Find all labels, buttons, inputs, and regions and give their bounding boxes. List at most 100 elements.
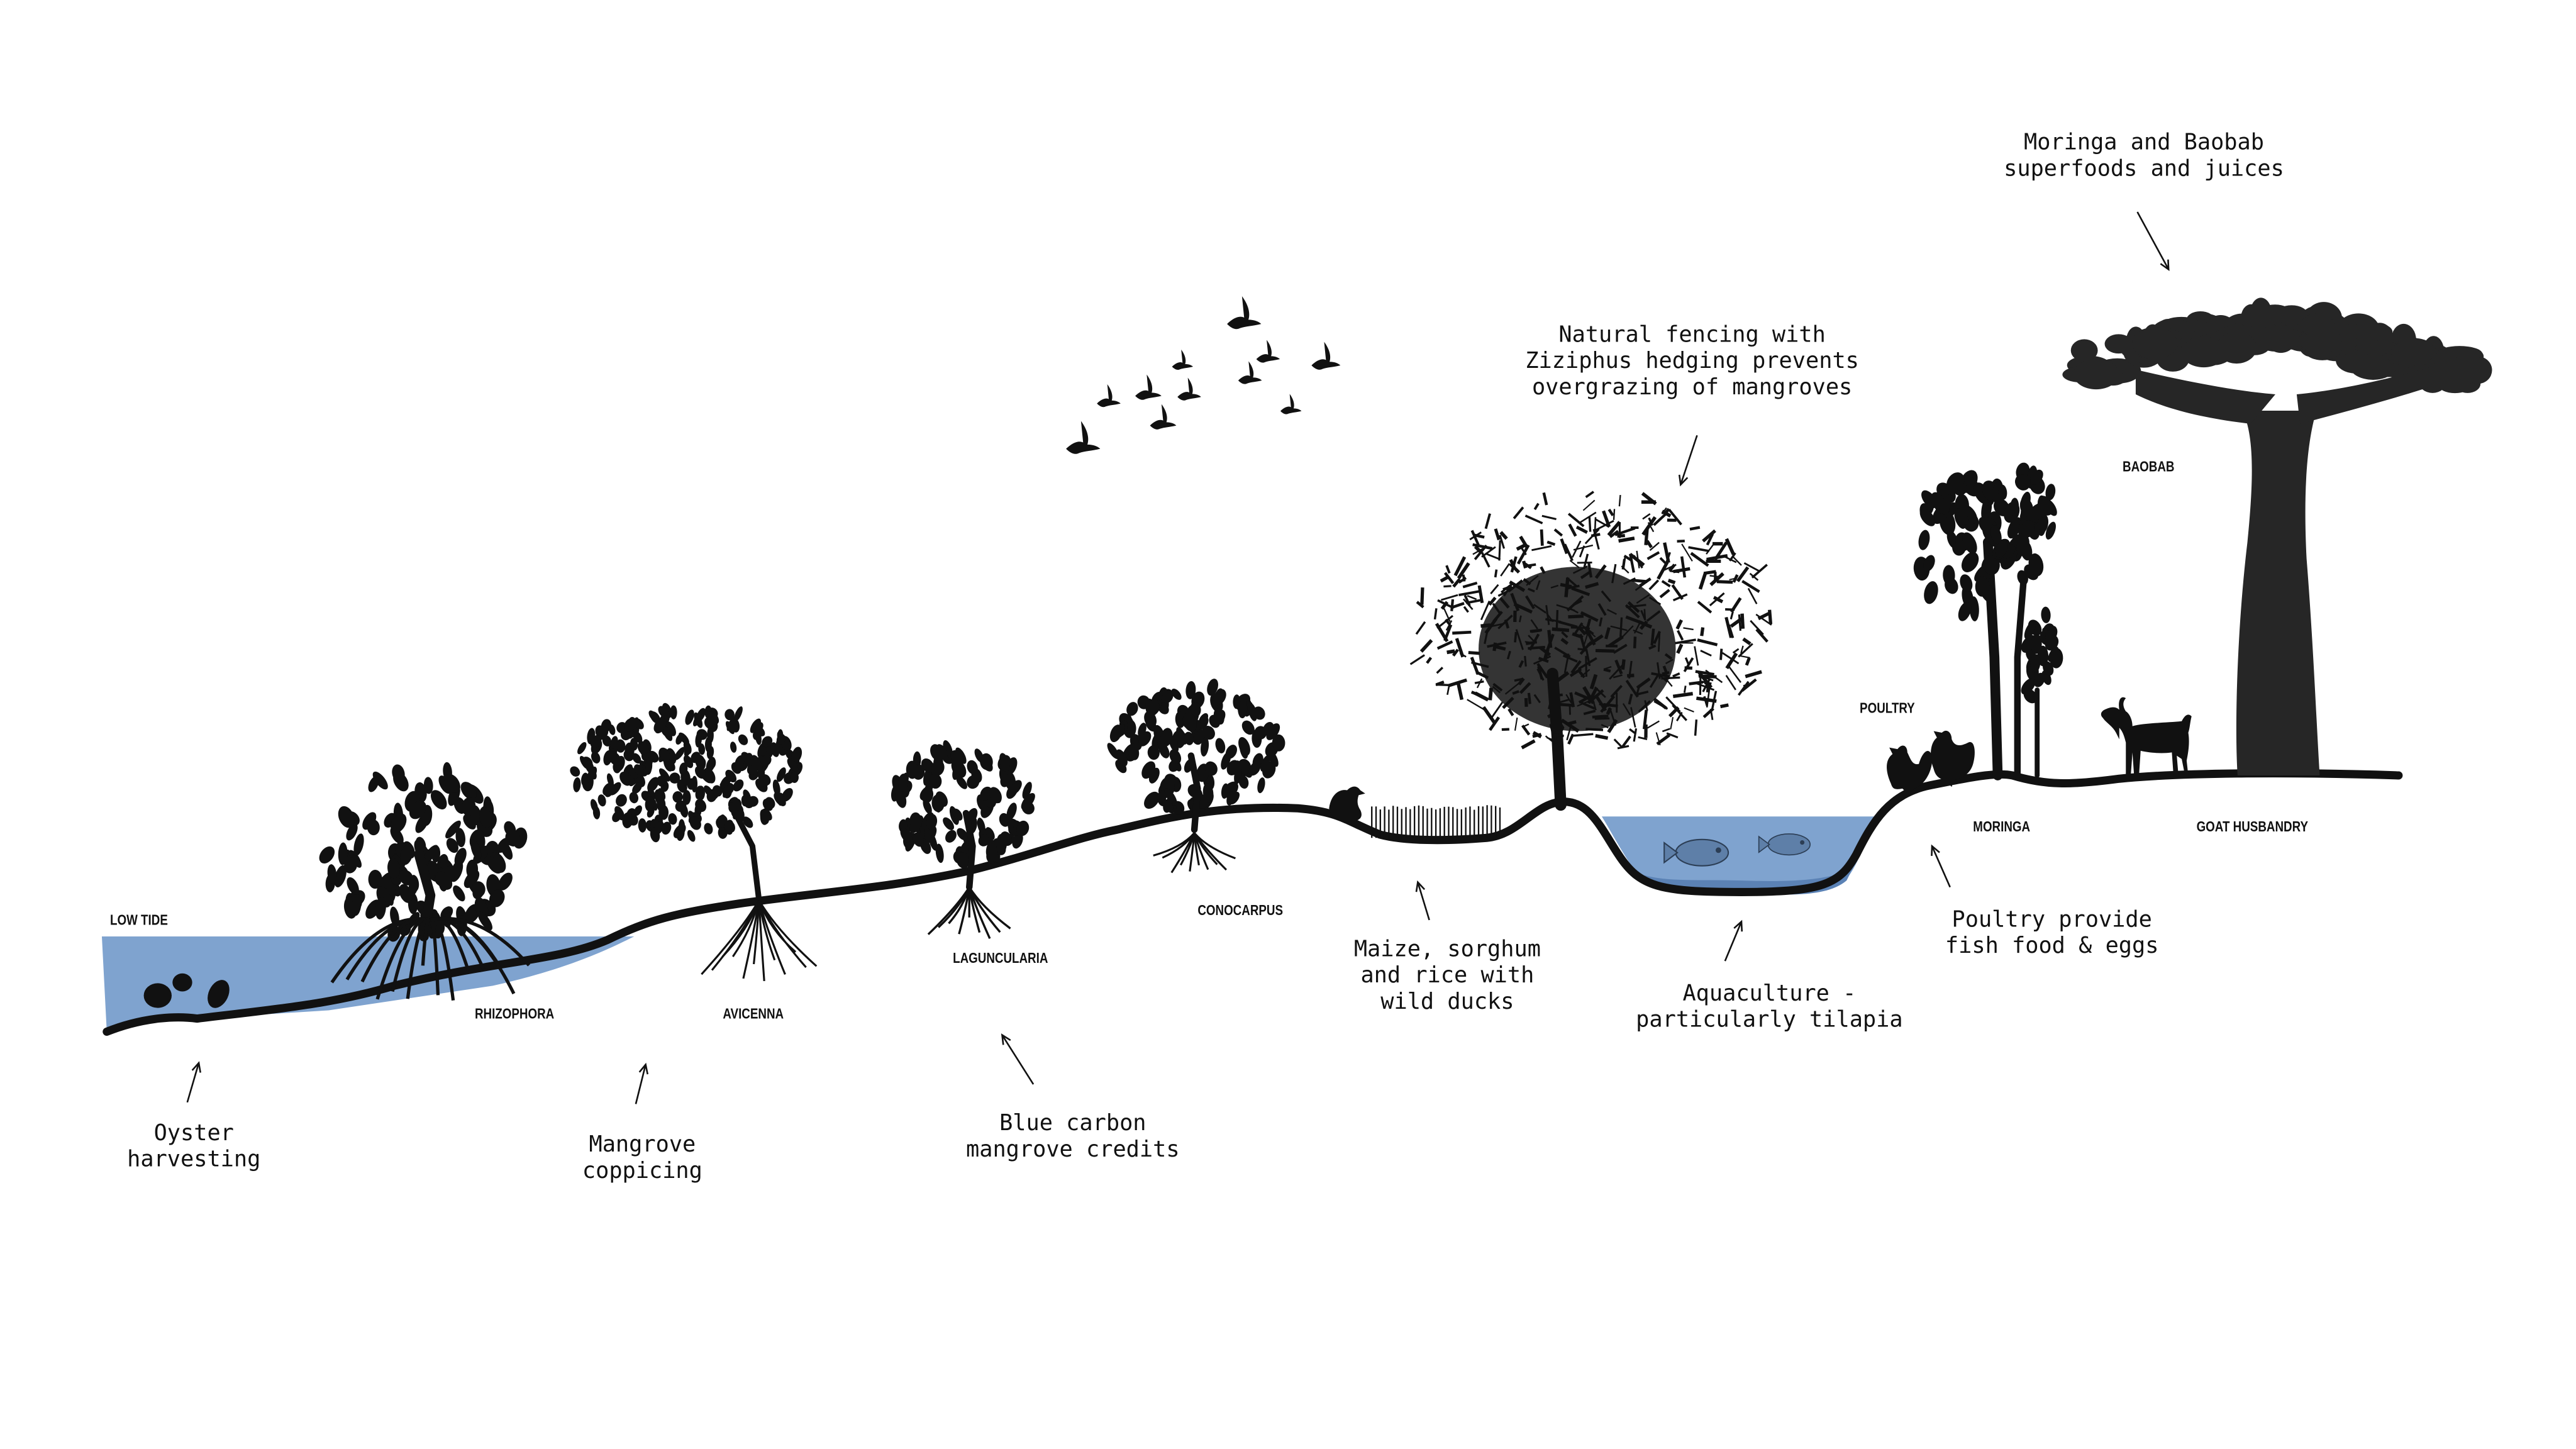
tilapia-fish-layer (1663, 833, 1811, 867)
chicken-rooster-icon (1887, 745, 1933, 796)
svg-text:Aquaculture -particularly tila: Aquaculture -particularly tilapia (1636, 980, 1902, 1033)
chicken-hen-icon (1931, 730, 1975, 787)
moringa-leaves (1913, 470, 2023, 621)
label-moringa: MORINGA (1973, 818, 2030, 835)
laguncularia-roots (927, 886, 1011, 939)
annotation-line: superfoods and juices (2004, 156, 2284, 182)
conocarpus-tree-trunk (1187, 752, 1201, 833)
bird-icon (1150, 404, 1177, 430)
wild-duck-icon (1329, 786, 1365, 822)
zone-labels: LOW TIDE RHIZOPHORA AVICENNA LAGUNCULARI… (110, 458, 2308, 1022)
bird-icon (1311, 341, 1341, 370)
annotation-arrows (186, 211, 2170, 1104)
annotation-line: particularly tilapia (1636, 1007, 1902, 1033)
clam-shell-icon (143, 983, 172, 1008)
coppicing-arrow-icon (635, 1062, 649, 1104)
aquaculture-pond-water (1601, 816, 1877, 894)
annotation-line: fish food & eggs (1945, 933, 2159, 958)
annotation-line: harvesting (127, 1146, 260, 1172)
bird-icon (1135, 374, 1162, 400)
terrain-profile-line (103, 769, 2403, 1036)
tilapia-fish-icon (1758, 833, 1811, 856)
superfoods-arrow-icon (2136, 211, 2170, 272)
moringa-trunk (1982, 537, 2003, 780)
bird-icon (1238, 361, 1262, 384)
aquaculture-arrow-icon (1724, 919, 1743, 962)
label-baobab: BAOBAB (2123, 458, 2174, 475)
clam-shell-icon (172, 973, 192, 992)
conocarpus-tree-crown (1107, 679, 1285, 815)
baobab-tree (2062, 297, 2492, 775)
label-conocarpus: CONOCARPUS (1197, 902, 1283, 919)
label-laguncularia: LAGUNCULARIA (953, 950, 1048, 967)
annotation-line: Moringa and Baobab (2024, 130, 2264, 155)
avicenna-tree-trunk (728, 802, 762, 904)
bird-icon (1066, 421, 1101, 454)
label-goat-husbandry: GOAT HUSBANDRY (2197, 818, 2308, 835)
annotation-line: Aquaculture - (1682, 980, 1856, 1006)
oyster-shells-icon (143, 973, 230, 1008)
label-poultry: POULTRY (1860, 700, 1915, 717)
moringa-trees (1913, 462, 2063, 780)
oyster-shell-icon (208, 980, 230, 1008)
bird-icon (1227, 296, 1262, 330)
goat-icon (2101, 697, 2192, 775)
avicenna-tree-crown (570, 702, 803, 843)
fencing-arrow-icon (1678, 435, 1698, 487)
annotation-line: Mangrove (589, 1131, 696, 1157)
bird-flock (1066, 296, 1341, 454)
bird-icon (1256, 340, 1280, 363)
annotation-line: Oyster (154, 1120, 234, 1146)
tilapia-fish-icon (1663, 838, 1729, 867)
annotation-line: coppicing (582, 1158, 702, 1184)
moringa-trunk (2014, 572, 2028, 779)
annotation-line: mangrove credits (966, 1136, 1180, 1162)
bird-icon (1097, 384, 1121, 408)
laguncularia-tree-crown (891, 740, 1035, 869)
annotation-line: Natural fencing with (1558, 321, 1825, 347)
annotation-line: overgrazing of mangroves (1532, 374, 1852, 400)
baobab-crown (2062, 297, 2492, 424)
baobab-trunk (2236, 411, 2320, 775)
annotation-line: Maize, sorghum (1354, 936, 1541, 962)
label-rhizophora: RHIZOPHORA (475, 1006, 554, 1023)
annotation-line: Blue carbon (999, 1110, 1146, 1136)
blue-carbon-arrow-icon (1001, 1033, 1035, 1085)
crops-arrow-icon (1415, 880, 1430, 921)
laguncularia-tree-trunk (962, 809, 976, 891)
trees-layer (319, 297, 2492, 1001)
annotation-line: Ziziphus hedging prevents (1525, 348, 1859, 374)
conocarpus-roots (1153, 832, 1236, 874)
annotation-line: wild ducks (1380, 989, 1514, 1014)
crop-field-stalks (1371, 805, 1501, 838)
low-tide-water (101, 936, 635, 1032)
bird-icon (1172, 349, 1194, 370)
label-avicenna: AVICENNA (723, 1006, 784, 1023)
oyster-arrow-icon (186, 1061, 201, 1103)
poultry-arrow-icon (1931, 844, 1951, 888)
ziziphus-hedge-tree (1409, 491, 1773, 811)
moringa-leaves (2021, 606, 2063, 704)
annotation-aquaculture: Aquaculture -particularly tilapia (1636, 980, 1902, 1033)
label-low-tide: LOW TIDE (110, 912, 168, 929)
bird-icon (1177, 377, 1201, 401)
moringa-leaves (1990, 462, 2057, 586)
rhizophora-prop-roots (330, 916, 531, 1001)
annotation-line: Poultry provide (1952, 906, 2152, 932)
bird-icon (1280, 394, 1302, 414)
